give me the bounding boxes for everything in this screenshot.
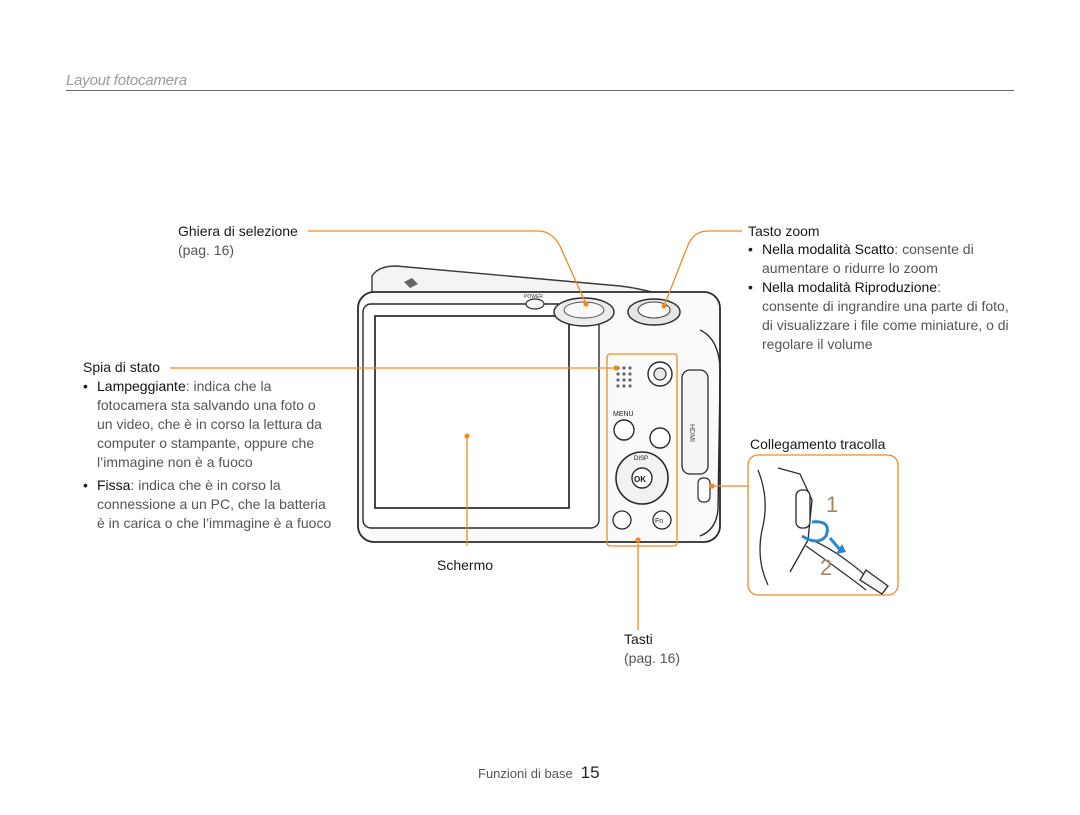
zoom-label: Tasto zoom bbox=[748, 223, 820, 239]
screen-label: Schermo bbox=[437, 557, 494, 573]
bullet-desc: l’immagine non è a fuoco bbox=[97, 454, 253, 470]
header-rule bbox=[66, 90, 1014, 91]
strap-step-2: 2 bbox=[820, 555, 833, 580]
bullet-term: Nella modalità Scatto bbox=[762, 241, 895, 257]
callout-lines bbox=[170, 230, 899, 630]
bullet-desc: : bbox=[937, 279, 941, 295]
bullet-term: Nella modalità Riproduzione bbox=[762, 279, 938, 295]
bullet-desc: connessione a un PC, che la batteria bbox=[97, 496, 326, 512]
bullet-desc: di visualizzare i file come miniature, o… bbox=[762, 317, 1009, 333]
dial-label: Ghiera di selezione bbox=[178, 223, 298, 239]
strap-step-1: 1 bbox=[826, 492, 839, 517]
strap-label: Collegamento tracolla bbox=[750, 436, 886, 452]
buttons-label: Tasti bbox=[624, 631, 653, 647]
fn-button-icon bbox=[652, 510, 672, 530]
bullet-desc: fotocamera sta salvando una foto o bbox=[97, 397, 316, 413]
guide-button-icon bbox=[612, 510, 632, 530]
bullet-desc: è in carica o che l’immagine è a fuoco bbox=[97, 515, 332, 531]
bullet-desc: : indica che la bbox=[185, 378, 272, 394]
bullet-term: Fissa bbox=[97, 477, 131, 493]
bullet-dot: • bbox=[748, 241, 753, 257]
bullet-desc: : consente di bbox=[894, 241, 974, 257]
bullet-term: Lampeggiante bbox=[97, 378, 186, 394]
camera-grip bbox=[699, 329, 721, 537]
hdmi-door bbox=[681, 369, 709, 475]
ok-button-label: OK bbox=[634, 475, 646, 484]
callout-dots bbox=[464, 301, 715, 543]
screen-display bbox=[374, 315, 570, 509]
bullet-desc: aumentare o ridurre lo zoom bbox=[762, 260, 938, 276]
playback-button-icon bbox=[649, 427, 671, 449]
buttons-frame bbox=[606, 353, 678, 547]
bullet-dot: • bbox=[83, 477, 88, 493]
bullet-desc: un video, che è in corso la lettura da bbox=[97, 416, 322, 432]
zoom-bullet-shoot: • Nella modalità Scatto: consente di aum… bbox=[748, 240, 974, 278]
status-bullet-blink: • Lampeggiante: indica che la fotocamera… bbox=[83, 377, 322, 472]
bullet-desc: regolare il volume bbox=[762, 336, 873, 352]
bullet-desc: computer o stampante, oppure che bbox=[97, 435, 315, 451]
status-light-label: Spia di stato bbox=[83, 359, 161, 375]
hdmi-label: HDMI bbox=[688, 424, 695, 442]
page-number: 15 bbox=[580, 763, 600, 782]
power-label: POWER bbox=[524, 294, 543, 300]
zoom-callout bbox=[663, 230, 742, 307]
strap-frame bbox=[747, 454, 899, 596]
bullet-desc: consente di ingrandire una parte di foto… bbox=[762, 298, 1009, 314]
dial-page-ref: (pag. 16) bbox=[178, 242, 235, 258]
flash-icon bbox=[404, 278, 418, 288]
strap-inset bbox=[757, 467, 889, 595]
footer-section: Funzioni di base bbox=[478, 766, 573, 781]
strap-loop-arrow-icon bbox=[801, 520, 829, 543]
bullet-desc: : indica che è in corso la bbox=[130, 477, 281, 493]
status-bullet-steady: • Fissa: indica che è in corso la connes… bbox=[83, 476, 332, 533]
page-footer: Funzioni di base 15 bbox=[478, 763, 600, 783]
disp-button-label: DISP bbox=[634, 456, 648, 462]
ok-button-icon bbox=[631, 467, 653, 489]
strap-lug bbox=[697, 477, 711, 503]
speaker-grille-icon bbox=[616, 366, 632, 388]
dial-callout bbox=[308, 230, 587, 305]
page-title: Layout fotocamera bbox=[66, 72, 187, 89]
menu-button-icon bbox=[613, 419, 635, 441]
menu-button-label: MENU bbox=[613, 411, 634, 418]
zoom-bullet-play: • Nella modalità Riproduzione: consente … bbox=[748, 278, 1009, 354]
power-button-icon bbox=[525, 298, 545, 310]
bullet-dot: • bbox=[83, 378, 88, 394]
bullet-dot: • bbox=[748, 279, 753, 295]
buttons-page-ref: (pag. 16) bbox=[624, 650, 681, 666]
fn-button-label: Fn bbox=[655, 518, 663, 525]
